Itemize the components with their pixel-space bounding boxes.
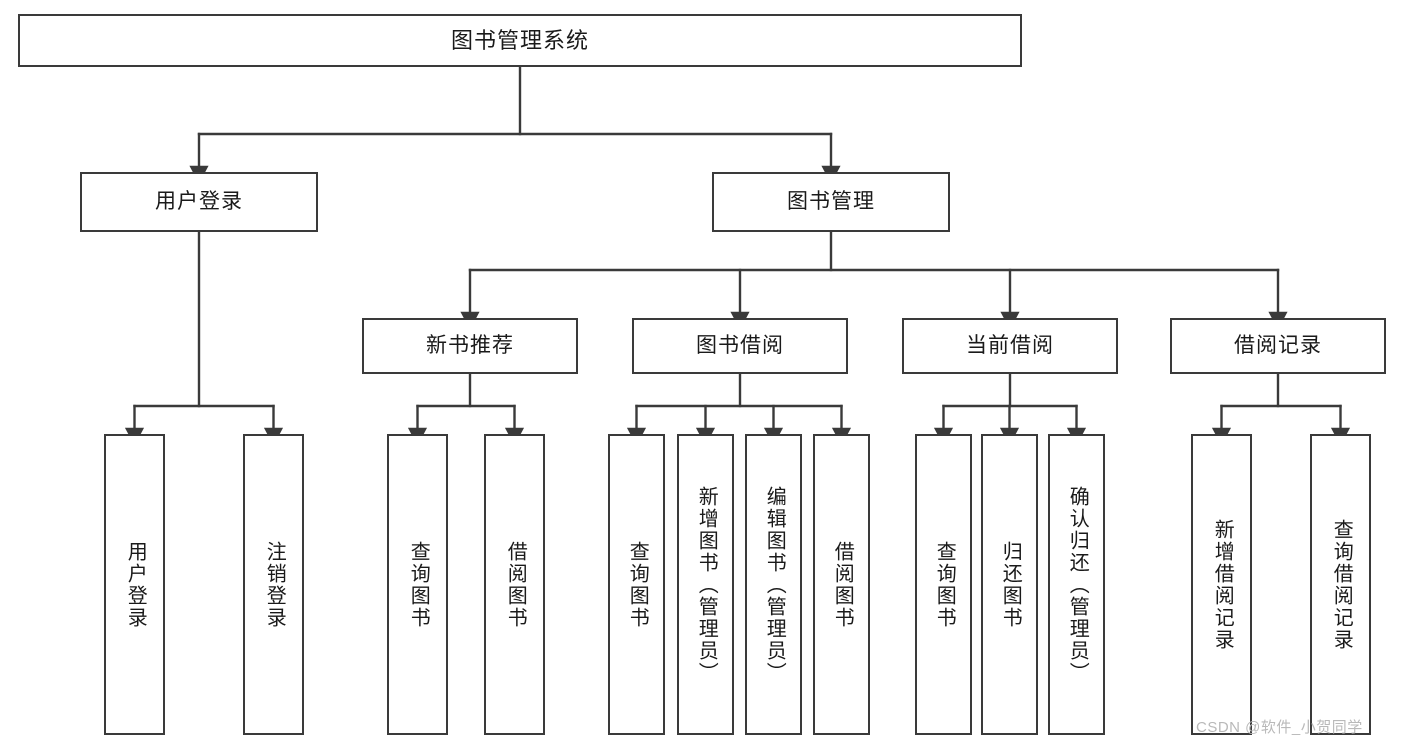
node-leaf-图书借阅-查询图书[interactable]: 查询图书 xyxy=(608,434,665,735)
node-leaf-当前借阅-查询图书-label: 查询图书 xyxy=(933,540,956,629)
node-leaf-图书借阅-编辑图书管理员-label: 编辑图书（管理员） xyxy=(763,485,786,684)
node-leaf-用户登录-注销登录-label: 注销登录 xyxy=(263,540,286,629)
node-leaf-新书推荐-查询图书[interactable]: 查询图书 xyxy=(387,434,448,735)
node-l3-当前借阅[interactable]: 当前借阅 xyxy=(902,318,1118,374)
node-l3-图书借阅-label: 图书借阅 xyxy=(696,333,784,357)
node-l2-用户登录-label: 用户登录 xyxy=(155,189,243,213)
node-l3-借阅记录-label: 借阅记录 xyxy=(1234,333,1322,357)
node-leaf-新书推荐-借阅图书[interactable]: 借阅图书 xyxy=(484,434,545,735)
node-leaf-图书借阅-编辑图书管理员[interactable]: 编辑图书（管理员） xyxy=(745,434,802,735)
node-l2-用户登录[interactable]: 用户登录 xyxy=(80,172,318,232)
node-leaf-图书借阅-新增图书管理员[interactable]: 新增图书（管理员） xyxy=(677,434,734,735)
node-leaf-当前借阅-归还图书-label: 归还图书 xyxy=(999,540,1022,629)
node-l3-新书推荐-label: 新书推荐 xyxy=(426,333,514,357)
node-leaf-用户登录-用户登录[interactable]: 用户登录 xyxy=(104,434,165,735)
node-leaf-新书推荐-借阅图书-label: 借阅图书 xyxy=(504,540,527,629)
node-leaf-当前借阅-确认归还管理员[interactable]: 确认归还（管理员） xyxy=(1048,434,1105,735)
node-leaf-当前借阅-确认归还管理员-label: 确认归还（管理员） xyxy=(1066,485,1089,684)
node-leaf-新书推荐-查询图书-label: 查询图书 xyxy=(407,540,430,629)
node-leaf-图书借阅-新增图书管理员-label: 新增图书（管理员） xyxy=(695,485,718,684)
node-root-图书管理系统[interactable]: 图书管理系统 xyxy=(18,14,1022,67)
node-leaf-图书借阅-借阅图书[interactable]: 借阅图书 xyxy=(813,434,870,735)
node-l3-借阅记录[interactable]: 借阅记录 xyxy=(1170,318,1386,374)
node-leaf-当前借阅-归还图书[interactable]: 归还图书 xyxy=(981,434,1038,735)
node-l2-图书管理-label: 图书管理 xyxy=(787,189,875,213)
node-leaf-用户登录-用户登录-label: 用户登录 xyxy=(124,540,147,629)
node-l3-新书推荐[interactable]: 新书推荐 xyxy=(362,318,578,374)
node-l3-当前借阅-label: 当前借阅 xyxy=(966,333,1054,357)
csdn-watermark: CSDN @软件_小贺同学 xyxy=(1196,719,1363,736)
node-leaf-图书借阅-查询图书-label: 查询图书 xyxy=(626,540,649,629)
node-leaf-借阅记录-查询借阅记录-label: 查询借阅记录 xyxy=(1330,518,1353,651)
node-l2-图书管理[interactable]: 图书管理 xyxy=(712,172,950,232)
node-l3-图书借阅[interactable]: 图书借阅 xyxy=(632,318,848,374)
node-leaf-借阅记录-新增借阅记录[interactable]: 新增借阅记录 xyxy=(1191,434,1252,735)
node-leaf-当前借阅-查询图书[interactable]: 查询图书 xyxy=(915,434,972,735)
node-leaf-用户登录-注销登录[interactable]: 注销登录 xyxy=(243,434,304,735)
node-leaf-图书借阅-借阅图书-label: 借阅图书 xyxy=(831,540,854,629)
node-leaf-借阅记录-查询借阅记录[interactable]: 查询借阅记录 xyxy=(1310,434,1371,735)
node-root-图书管理系统-label: 图书管理系统 xyxy=(450,27,589,53)
node-leaf-借阅记录-新增借阅记录-label: 新增借阅记录 xyxy=(1211,518,1234,651)
